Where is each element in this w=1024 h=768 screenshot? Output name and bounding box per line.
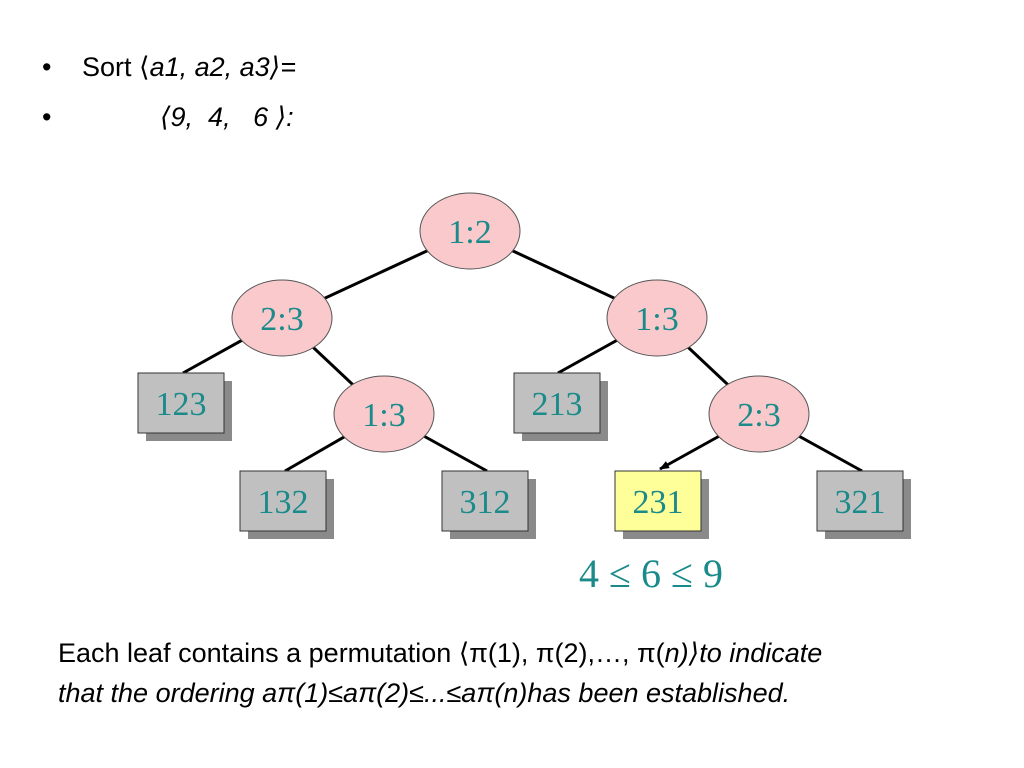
leaf-label: 132 [258, 484, 309, 521]
comparison-node-shape [231, 279, 333, 357]
comparison-node-n-root: 1:2 [419, 192, 521, 270]
leaf-box [441, 470, 529, 532]
leaf-label: 231 [633, 484, 684, 521]
bullet-item-sort: • Sort ⟨a1, a2, a3⟩= [42, 50, 296, 152]
bullet-marker: • [42, 102, 52, 132]
leaf-132: 132 [239, 470, 334, 539]
comparison-node-label: 2:3 [737, 397, 780, 434]
comparison-node-shape [333, 375, 435, 453]
leaf-box [239, 470, 327, 532]
bullet-text-italic: a1, a2, a3⟩= [149, 52, 296, 82]
leaf-box [513, 372, 601, 434]
caption-line-1: Each leaf contains a permutation ⟨π(1), … [58, 633, 998, 673]
comparison-node-label: 1:3 [362, 397, 405, 434]
leaf-box [816, 470, 904, 532]
caption-line-2: that the ordering aπ(1)≤aπ(2)≤...≤aπ(n)h… [58, 678, 791, 708]
leaf-312: 312 [441, 470, 536, 539]
leaf-label: 312 [460, 484, 511, 521]
leaf-label: 213 [532, 386, 583, 423]
comparison-node-n-lr: 1:3 [333, 375, 435, 453]
comparison-node-shape [419, 192, 521, 270]
caption-line-1-italic: n)⟩to indicate [664, 638, 823, 668]
caption: Each leaf contains a permutation ⟨π(1), … [58, 633, 998, 713]
leaf-box [614, 470, 702, 532]
bullet-values-text: ⟨9, 4, 6 ⟩: [160, 102, 294, 132]
bullet-marker: • [42, 52, 52, 82]
comparison-node-n-rr: 2:3 [708, 375, 810, 453]
caption-line-1-plain: Each leaf contains a permutation ⟨π(1), … [58, 638, 665, 668]
bullet-text-plain: Sort ⟨ [82, 52, 150, 82]
comparison-node-shape [606, 279, 708, 357]
leaf-123: 123 [137, 372, 232, 441]
leaf-label: 321 [835, 484, 886, 521]
leaf-231-highlighted: 231 [614, 470, 709, 539]
bullet-text: Sort ⟨a1, a2, a3⟩= [82, 50, 296, 84]
comparison-node-label: 1:3 [635, 301, 678, 338]
leaf-label: 123 [156, 386, 207, 423]
comparison-node-n-l: 2:3 [231, 279, 333, 357]
leaf-213: 213 [513, 372, 608, 441]
result-inequality: 4 ≤ 6 ≤ 9 [579, 551, 723, 596]
comparison-node-shape [708, 375, 810, 453]
leaf-321: 321 [816, 470, 911, 539]
tree-nodes: 1:2 2:3 1:3 1:3 2:3 123 132 312 213 231 321 [137, 192, 911, 539]
comparison-node-label: 1:2 [448, 214, 491, 251]
bullet-item-values: • ⟨9, 4, 6 ⟩: [42, 100, 294, 202]
comparison-node-label: 2:3 [260, 301, 303, 338]
comparison-node-n-r: 1:3 [606, 279, 708, 357]
leaf-box [137, 372, 225, 434]
